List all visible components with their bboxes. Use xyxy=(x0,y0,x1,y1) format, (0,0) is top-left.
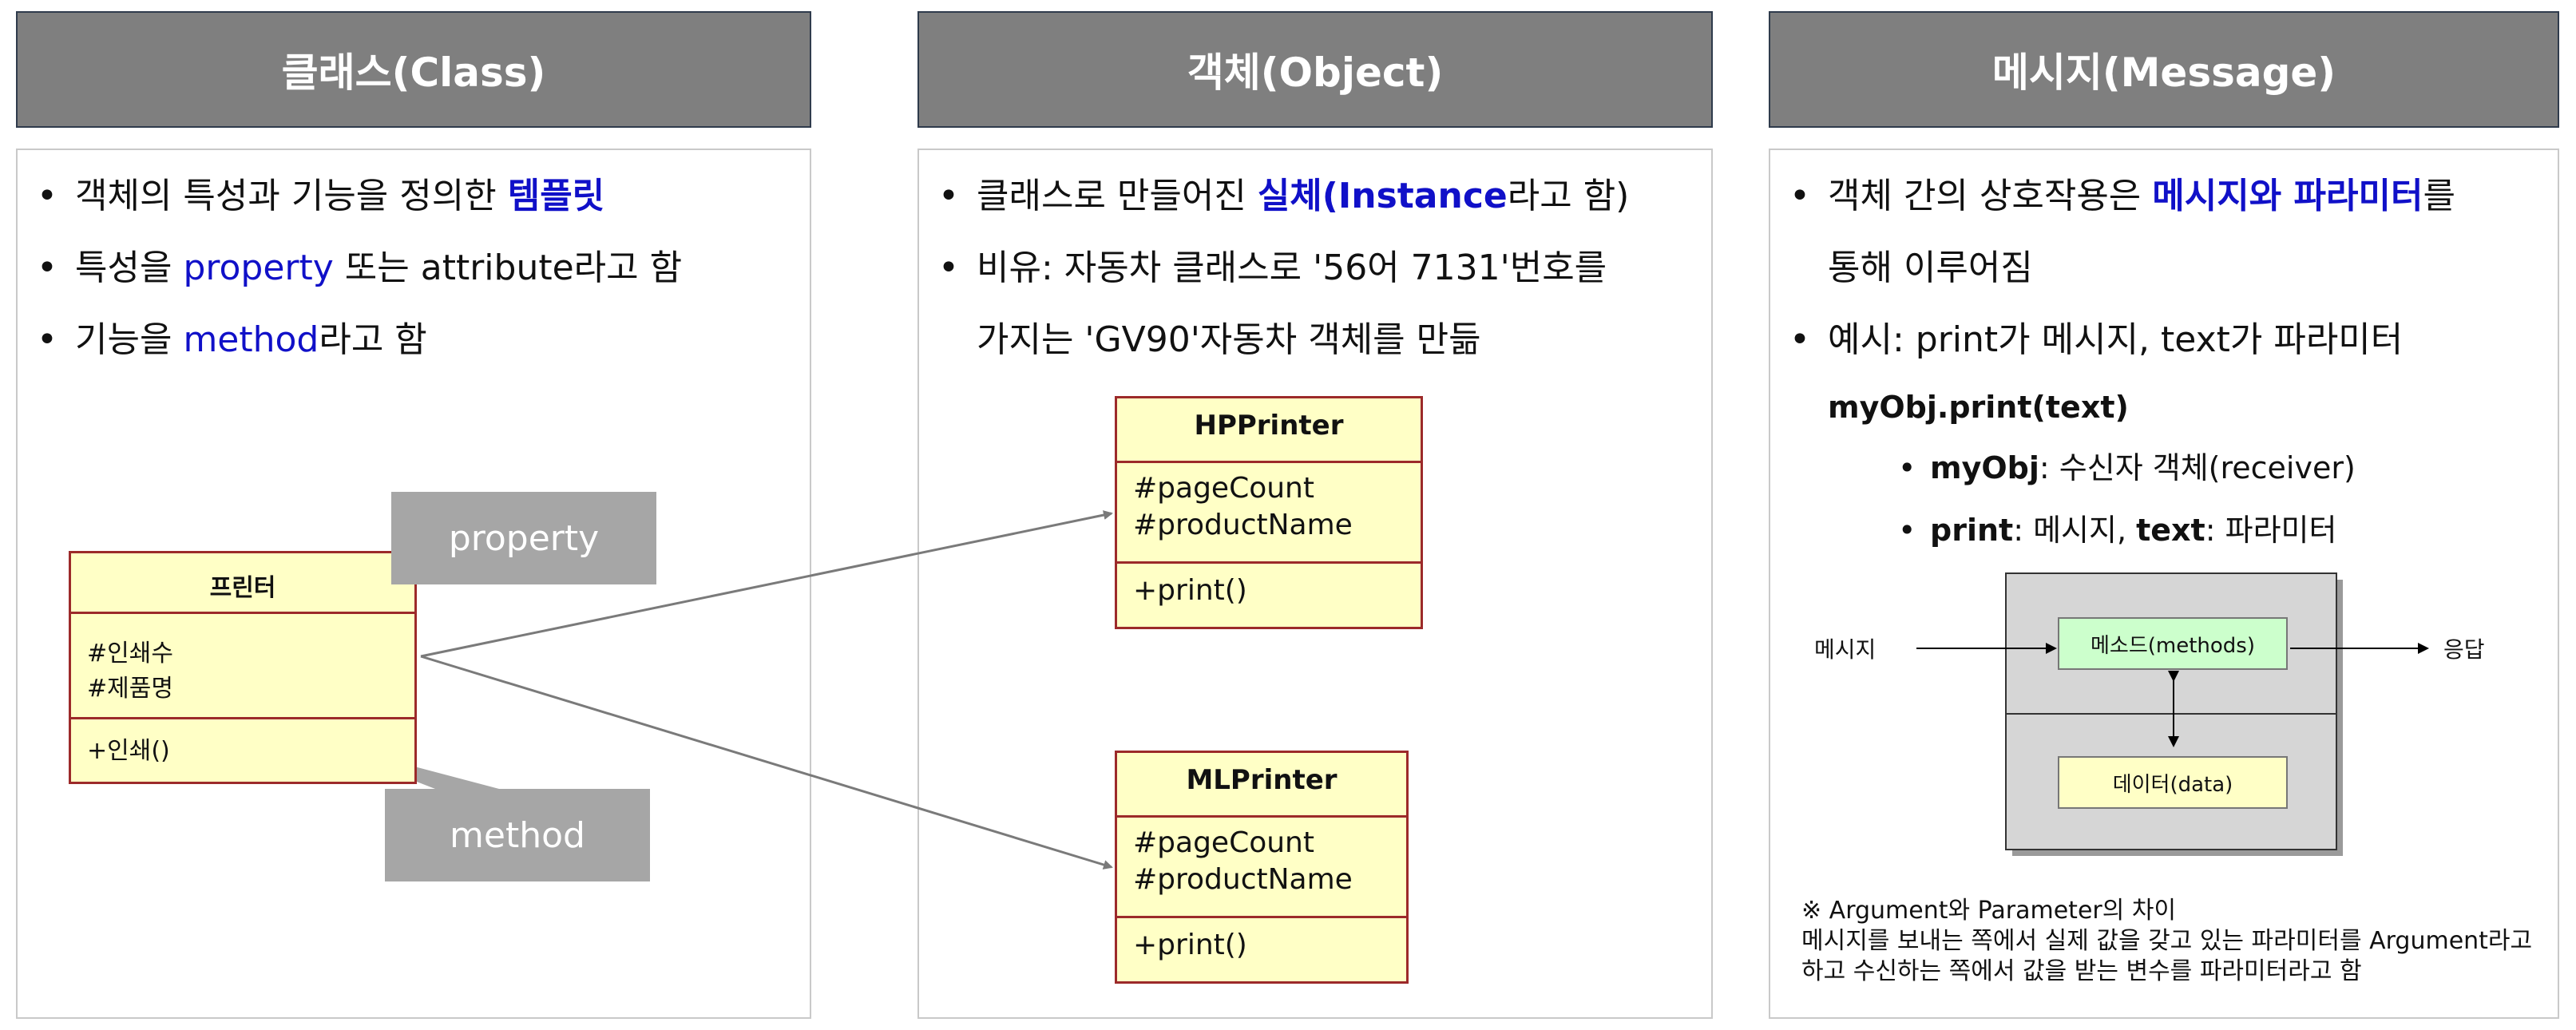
message-header: 메시지(Message) xyxy=(1769,11,2559,128)
property-callout: property xyxy=(391,492,656,584)
message-bullet-interaction: •객체 간의 상호작용은 메시지와 파라미터를 xyxy=(1789,176,2455,216)
object-bullet-instance: •클래스로 만들어진 실체(Instance라고 함) xyxy=(938,176,1630,216)
arrow-to-hpprinter xyxy=(420,510,1113,658)
argument-parameter-note-title: ※ Argument와 Parameter의 차이 xyxy=(1801,897,2177,925)
printer-method: +인쇄() xyxy=(87,737,170,765)
hpprinter-method: +print() xyxy=(1133,574,1247,607)
class-bullet-property: •특성을 property 또는 attribute라고 함 xyxy=(37,248,683,288)
arrow-to-mlprinter xyxy=(420,655,1113,870)
argument-parameter-note-line2: 메시지를 보내는 쪽에서 실제 값을 갖고 있는 파라미터를 Argument라… xyxy=(1801,927,2533,955)
argument-parameter-note-line3: 하고 수신하는 쪽에서 값을 받는 변수를 파라미터라고 함 xyxy=(1801,957,2362,985)
class-header-title: 클래스(Class) xyxy=(281,50,546,96)
method-callout: method xyxy=(385,789,650,881)
diagram-methods-label: 메소드(methods) xyxy=(2090,634,2255,658)
mlprinter-attr-pagecount: #pageCount xyxy=(1133,826,1314,859)
message-code-example: myObj.print(text) xyxy=(1828,390,2129,425)
message-bullet-interaction-cont: 통해 이루어짐 xyxy=(1828,248,2033,288)
mlprinter-method: +print() xyxy=(1133,929,1247,961)
message-sub-receiver: •myObj: 수신자 객체(receiver) xyxy=(1898,450,2356,485)
printer-attr-count: #인쇄수 xyxy=(87,640,173,668)
mlprinter-attr-productname: #productName xyxy=(1133,863,1353,896)
diagram-data-label: 데이터(data) xyxy=(2112,773,2233,797)
object-bullet-analogy: •비유: 자동차 클래스로 '56어 7131'번호를 xyxy=(938,248,1607,288)
object-bullet-analogy-cont: 가지는 'GV90'자동차 객체를 만듦 xyxy=(977,319,1481,360)
message-sub-print: •print: 메시지, text: 파라미터 xyxy=(1898,513,2337,548)
hpprinter-attr-pagecount: #pageCount xyxy=(1133,472,1314,505)
diagram-message-label: 메시지 xyxy=(1814,636,1877,663)
hpprinter-title: HPPrinter xyxy=(1194,410,1344,442)
class-bullet-method: •기능을 method라고 함 xyxy=(37,319,427,360)
hpprinter-attr-productname: #productName xyxy=(1133,509,1353,541)
mlprinter-title: MLPrinter xyxy=(1186,764,1338,796)
printer-attr-name: #제품명 xyxy=(87,675,173,703)
diagram-response-label: 응답 xyxy=(2443,636,2485,663)
object-header: 객체(Object) xyxy=(917,11,1713,128)
data-box xyxy=(2058,756,2288,809)
mlprinter-object-box: MLPrinter #pageCount #productName +print… xyxy=(1115,751,1409,984)
message-bullet-example: •예시: print가 메시지, text가 파라미터 xyxy=(1789,319,2404,360)
class-header: 클래스(Class) xyxy=(16,11,811,128)
printer-class-title: 프린터 xyxy=(209,574,276,602)
hpprinter-object-box: HPPrinter #pageCount #productName +print… xyxy=(1115,396,1423,629)
class-bullet-template: •객체의 특성과 기능을 정의한 템플릿 xyxy=(37,176,605,216)
methods-box xyxy=(2058,617,2288,670)
message-header-title: 메시지(Message) xyxy=(1991,50,2336,96)
printer-class-box: 프린터 #인쇄수 #제품명 +인쇄() xyxy=(69,551,417,784)
object-header-title: 객체(Object) xyxy=(1187,50,1444,96)
